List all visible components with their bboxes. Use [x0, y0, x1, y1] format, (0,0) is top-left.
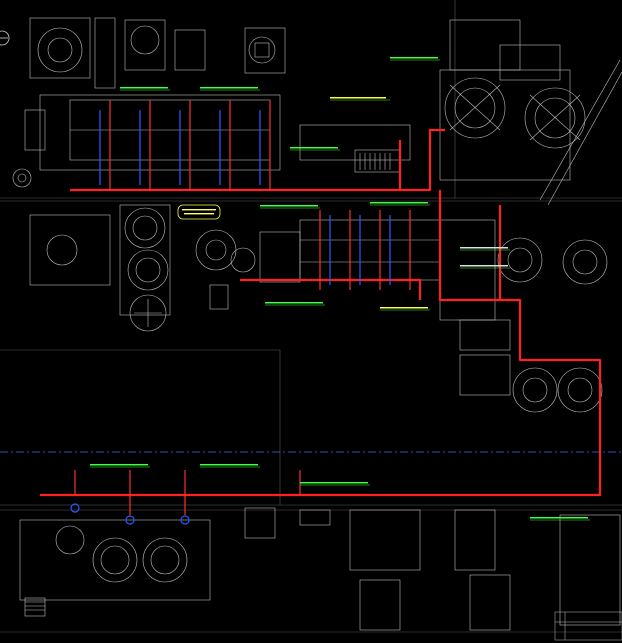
- compass-icon: [0, 30, 10, 46]
- pipeline-secondary: [70, 110, 391, 525]
- equipment-block-bottom: [19, 507, 621, 631]
- equipment-block-top-right: [439, 19, 622, 206]
- pipeline-main: [40, 128, 602, 497]
- title-block: [554, 611, 622, 641]
- pipeline-drops: [74, 100, 411, 515]
- leader-lines: [90, 59, 590, 521]
- callout-bubble: [177, 204, 221, 220]
- equipment-block-middle: [29, 204, 608, 413]
- equipment-block-top-left: [12, 17, 411, 188]
- annotation-marks: [90, 57, 588, 519]
